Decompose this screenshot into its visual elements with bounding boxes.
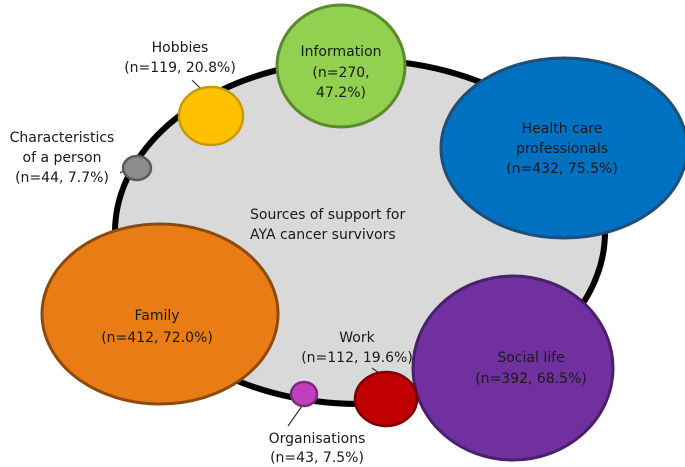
leader-line-organisations [287,405,303,427]
bubble-health-care-professionals [439,56,685,240]
label-hobbies-2: (n=119, 20.8%) [124,60,236,76]
label-work-2: (n=112, 19.6%) [301,350,413,366]
bubble-hobbies [177,85,245,147]
label-health-care-1: Health care [522,121,603,137]
label-information-3: 47.2%) [316,85,366,101]
bubble-organisations [289,380,319,408]
label-information-1: Information [300,44,381,60]
bubble-characteristics-of-a-person [121,154,153,182]
label-characteristics-3: (n=44, 7.7%) [15,170,109,186]
label-information-2: (n=270, [312,65,369,81]
label-family-1: Family [134,308,179,324]
label-social-life-1: Social life [497,350,564,366]
bubble-social-life [411,274,615,462]
center-title-line-2: AYA cancer survivors [250,227,396,243]
label-work-1: Work [339,330,375,346]
center-title-line-1: Sources of support for [250,207,405,223]
label-family-2: (n=412, 72.0%) [101,330,213,346]
bubble-information [275,3,407,129]
label-health-care-2: professionals [516,141,608,157]
label-organisations-1: Organisations [269,431,366,447]
bubble-family [40,222,280,406]
label-characteristics-2: of a person [23,150,102,166]
label-organisations-2: (n=43, 7.5%) [270,450,364,466]
label-hobbies-1: Hobbies [152,40,209,56]
label-health-care-3: (n=432, 75.5%) [506,161,618,177]
label-social-life-2: (n=392, 68.5%) [475,371,587,387]
bubble-work [353,370,419,428]
label-characteristics-1: Characteristics [10,130,115,146]
